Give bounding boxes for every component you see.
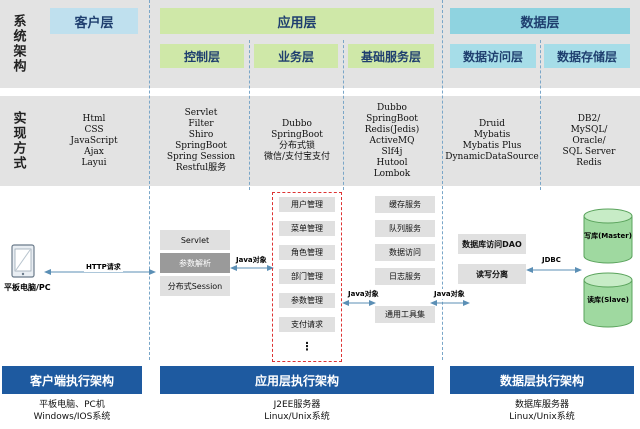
data-access-box-dao: 数据库访问DAO: [458, 234, 526, 254]
data-access-box-rw-split: 读写分离: [458, 264, 526, 284]
implementation-band: [0, 96, 640, 186]
jdbc-arrow: [526, 260, 582, 273]
client-layer-header: 客户层: [50, 8, 138, 34]
base-box-utils: 通用工具集: [375, 306, 435, 323]
control-box-servlet: Servlet: [160, 230, 230, 250]
http-label: HTTP请求: [84, 262, 123, 272]
business-box-dept: 部门管理: [279, 269, 335, 284]
business-tech-stack: Dubbo SpringBoot 分布式锁 微信/支付宝支付: [263, 119, 331, 162]
separator-client-app: [149, 0, 150, 360]
java-label-2: Java对象: [346, 289, 381, 299]
control-box-param-parse: 参数解析: [160, 253, 230, 273]
business-box-more: ⋮: [301, 339, 313, 353]
base-box-cache: 缓存服务: [375, 196, 435, 213]
base-service-tech-stack: Dubbo SpringBoot Redis(Jedis) ActiveMQ S…: [364, 102, 420, 179]
client-exec-desc: 平板电脑、PC机 Windows/IOS系统: [33, 400, 111, 422]
data-exec-header: 数据层执行架构: [450, 366, 634, 394]
control-layer-header: 控制层: [160, 44, 244, 68]
implementation-title: 实现方式: [10, 111, 26, 171]
database-slave-label: 读库(Slave): [587, 296, 629, 304]
client-exec-header: 客户端执行架构: [2, 366, 142, 394]
base-box-queue: 队列服务: [375, 220, 435, 237]
business-box-role: 角色管理: [279, 245, 335, 260]
business-box-user: 用户管理: [279, 197, 335, 212]
data-access-tech-stack: Druid Mybatis Mybatis Plus DynamicDataSo…: [445, 119, 539, 162]
system-arch-title-cell: 系统架构: [0, 0, 36, 88]
client-tech-stack: Html CSS JavaScript Ajax Layui: [70, 113, 118, 168]
business-box-param: 参数管理: [279, 293, 335, 308]
database-master-icon: [582, 208, 634, 264]
separator-access-storage: [540, 40, 541, 190]
data-storage-layer-header: 数据存储层: [544, 44, 630, 68]
system-arch-title: 系统架构: [10, 14, 26, 74]
database-master-label: 写库(Master): [584, 232, 632, 240]
separator-business-base: [343, 40, 344, 190]
business-layer-header: 业务层: [254, 44, 338, 68]
tablet-icon: [10, 244, 36, 278]
data-storage-tech-stack: DB2/ MySQL/ Oracle/ SQL Server Redis: [562, 113, 616, 168]
java-label-1: Java对象: [234, 255, 269, 265]
data-exec-desc: 数据库服务器 Linux/Unix系统: [509, 400, 575, 422]
business-box-payment: 支付请求: [279, 317, 335, 332]
app-exec-header: 应用层执行架构: [160, 366, 434, 394]
java-label-3: Java对象: [432, 289, 467, 299]
java-arrow-1: [230, 258, 274, 271]
java-arrow-2: [342, 293, 376, 306]
database-slave-icon: [582, 272, 634, 328]
data-access-layer-header: 数据访问层: [450, 44, 536, 68]
client-device-label: 平板电脑/PC: [4, 283, 51, 292]
base-box-log: 日志服务: [375, 268, 435, 285]
separator-control-business: [249, 40, 250, 190]
java-arrow-3: [430, 293, 470, 306]
application-layer-header: 应用层: [160, 8, 434, 34]
jdbc-label: JDBC: [540, 256, 563, 264]
implementation-title-cell: 实现方式: [0, 96, 36, 186]
control-tech-stack: Servlet Filter Shiro SpringBoot Spring S…: [166, 108, 236, 173]
base-box-data-access: 数据访问: [375, 244, 435, 261]
http-arrow: [44, 262, 156, 275]
app-exec-desc: J2EE服务器 Linux/Unix系统: [264, 400, 330, 422]
data-layer-header: 数据层: [450, 8, 630, 34]
separator-app-data: [442, 0, 443, 360]
control-box-distributed-session: 分布式Session: [160, 276, 230, 296]
business-box-container: [272, 192, 342, 362]
business-box-menu: 菜单管理: [279, 221, 335, 236]
base-service-layer-header: 基础服务层: [348, 44, 434, 68]
